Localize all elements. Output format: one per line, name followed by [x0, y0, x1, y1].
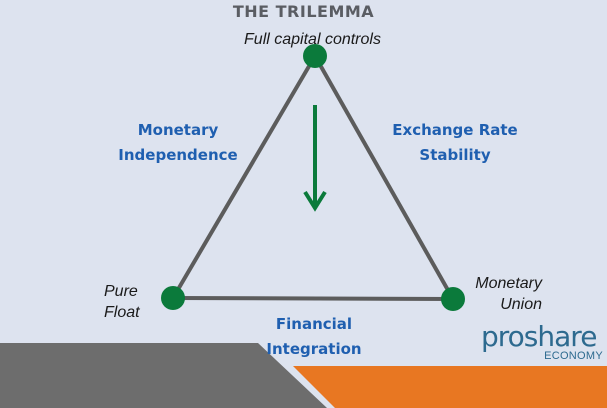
footer-gray-band [0, 343, 327, 408]
node-right [441, 287, 465, 311]
down-arrow-icon [303, 105, 327, 212]
node-left [161, 286, 185, 310]
vertex-label-right: Monetary Union [458, 273, 542, 315]
edge-label-bottom-line2: Integration [266, 340, 362, 358]
proshare-logo: proshare ECONOMY [481, 320, 605, 363]
footer-orange-band [293, 366, 607, 408]
edge-left [171, 54, 317, 300]
edge-label-left: Monetary Independence [98, 118, 258, 168]
vertex-label-right-line2: Union [500, 296, 542, 313]
edge-label-left-line1: Monetary [137, 121, 219, 139]
vertex-label-left-line2: Float [104, 304, 140, 321]
vertex-label-left: Pure Float [104, 281, 140, 323]
edge-label-bottom: Financial Integration [234, 312, 394, 362]
edge-bottom [172, 296, 454, 301]
edge-label-right: Exchange Rate Stability [370, 118, 540, 168]
edge-label-bottom-line1: Financial [275, 315, 353, 333]
vertex-label-top: Full capital controls [244, 31, 381, 48]
triangle [171, 54, 455, 301]
edge-right [313, 55, 455, 300]
vertex-label-left-line1: Pure [104, 283, 138, 300]
diagram-title: THE TRILEMMA [232, 2, 375, 21]
edge-label-left-line2: Independence [118, 146, 238, 164]
node-top [303, 44, 327, 68]
logo-sub-text: ECONOMY [544, 350, 603, 362]
edge-label-right-line2: Stability [419, 146, 491, 164]
vertex-label-right-line1: Monetary [475, 275, 542, 292]
logo-main-text: proshare [481, 320, 597, 353]
edge-label-right-line1: Exchange Rate [392, 121, 518, 139]
